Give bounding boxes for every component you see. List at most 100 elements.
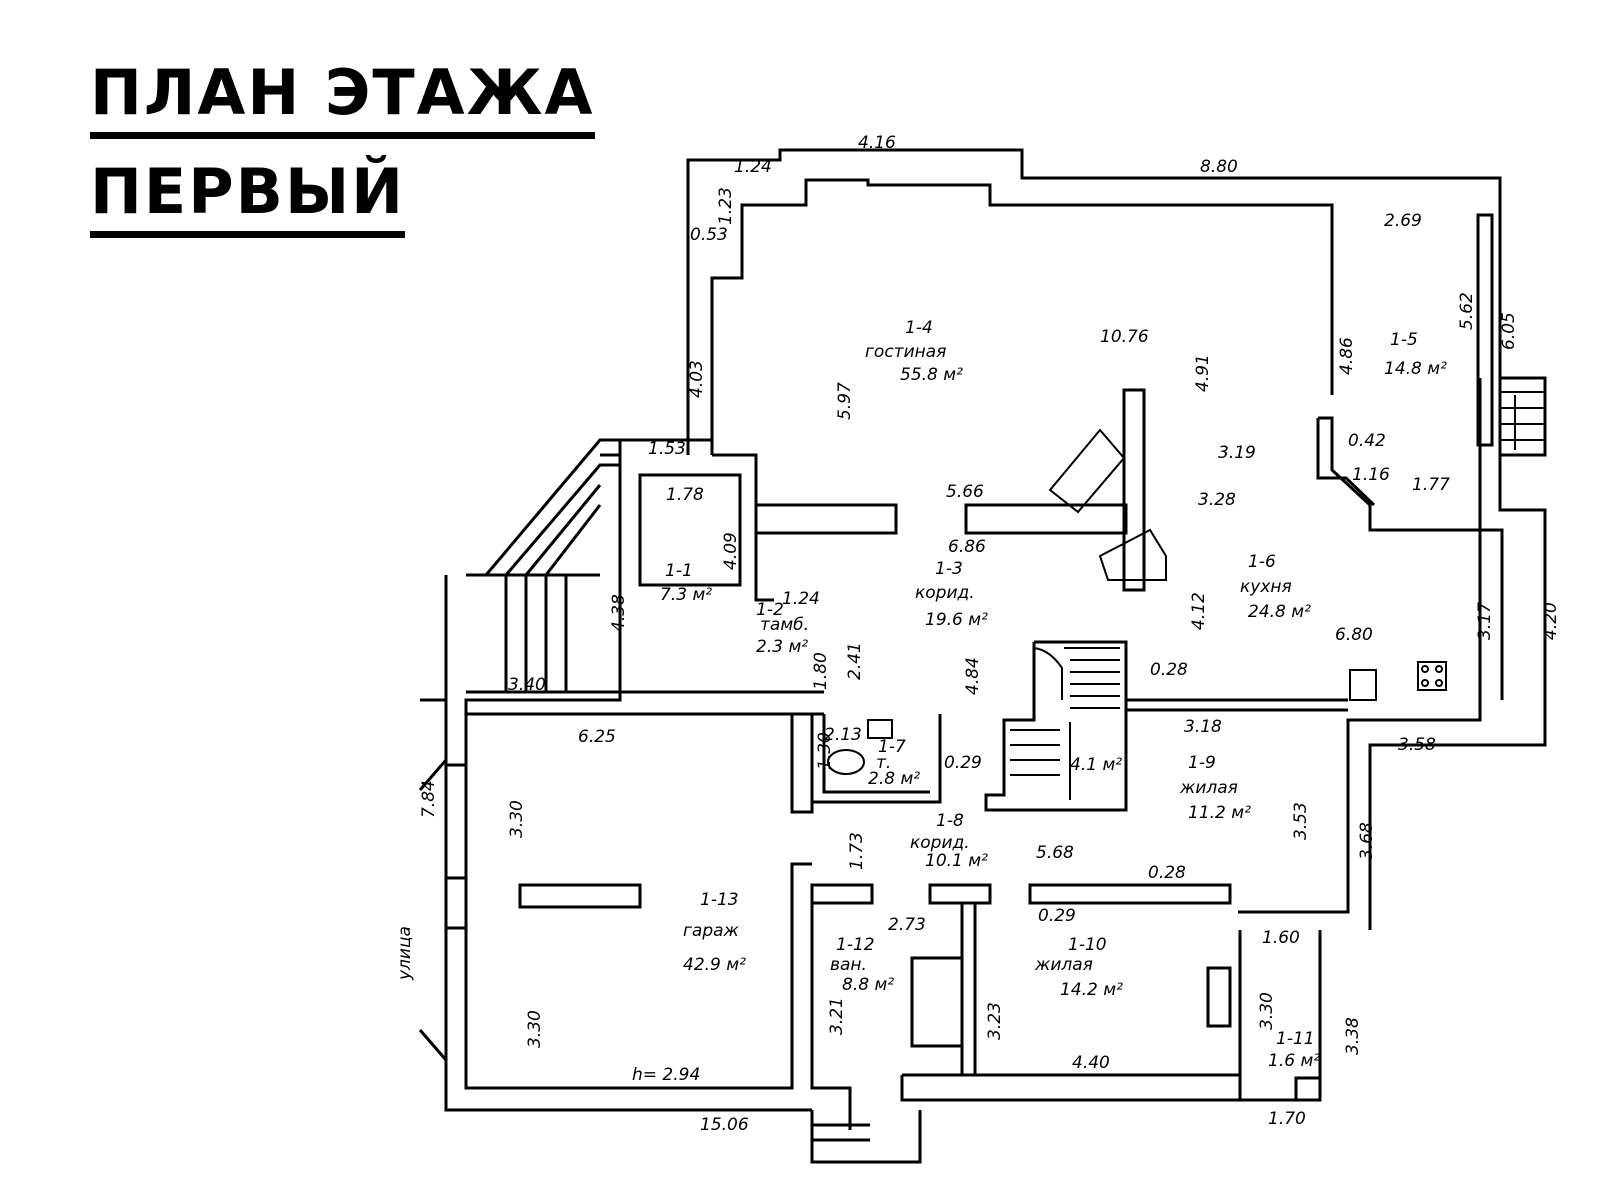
- dim-label: 5.68: [1036, 843, 1074, 863]
- dim-label: 1.73: [847, 832, 867, 870]
- room-area-1-1: 7.3 м²: [660, 585, 712, 605]
- room-area-1-11: 1.6 м²: [1268, 1051, 1320, 1071]
- stair-area: 4.1 м²: [1070, 755, 1122, 775]
- dim-label: 4.20: [1541, 602, 1561, 640]
- room-area-1-8: 10.1 м²: [925, 851, 988, 871]
- room-area-1-9: 11.2 м²: [1188, 803, 1251, 823]
- street-label: улица: [395, 926, 415, 981]
- room-id-1-2: 1-2: [756, 600, 784, 620]
- dim-label: 4.03: [687, 360, 707, 398]
- room-name-1-7: т.: [876, 753, 891, 773]
- room-area-1-13: 42.9 м²: [683, 955, 746, 975]
- dim-label: 3.30: [507, 800, 527, 838]
- dim-label: 4.40: [1072, 1053, 1110, 1073]
- room-name-1-6: кухня: [1240, 577, 1292, 597]
- dim-label: 6.25: [578, 727, 616, 747]
- dim-label: 0.28: [1150, 660, 1188, 680]
- dim-label: 6.86: [948, 537, 986, 557]
- title-line-2: ПЕРВЫЙ: [90, 161, 406, 238]
- room-name-1-2: тамб.: [760, 615, 809, 635]
- room-id-1-11: 1-11: [1276, 1029, 1315, 1049]
- fixtures: [827, 391, 1545, 800]
- dim-label: 5.62: [1457, 292, 1477, 330]
- dim-label: 4.12: [1189, 592, 1209, 630]
- room-area-1-7: 2.8 м²: [868, 769, 920, 789]
- dim-label: 0.29: [944, 753, 982, 773]
- room-id-1-6: 1-6: [1248, 552, 1276, 572]
- dim-label: 1.80: [811, 652, 831, 690]
- room-area-1-2: 2.3 м²: [756, 637, 808, 657]
- dim-label: 3.28: [1198, 490, 1236, 510]
- ceiling-height: h= 2.94: [632, 1065, 700, 1085]
- room-name-1-8: корид.: [910, 833, 970, 853]
- title-line-1: ПЛАН ЭТАЖА: [90, 62, 595, 139]
- dim-label: 3.18: [1184, 717, 1222, 737]
- dim-label: 2.41: [845, 642, 865, 680]
- dim-label: 2.69: [1384, 211, 1422, 231]
- room-id-1-4: 1-4: [905, 318, 933, 338]
- dim-label: 8.80: [1200, 157, 1238, 177]
- room-id-1-10: 1-10: [1068, 935, 1107, 955]
- dim-label: 7.84: [419, 780, 439, 818]
- spiral-stair-icon: [1033, 647, 1063, 700]
- toilet-icon: [827, 749, 865, 775]
- room-id-1-9: 1-9: [1188, 753, 1216, 773]
- room-id-1-3: 1-3: [935, 559, 963, 579]
- room-area-1-10: 14.2 м²: [1060, 980, 1123, 1000]
- dim-label: 3.30: [525, 1010, 545, 1048]
- dim-label: 3.58: [1398, 735, 1436, 755]
- room-area-1-3: 19.6 м²: [925, 610, 988, 630]
- dim-label: 3.40: [508, 675, 546, 695]
- dim-label: 2.13: [824, 725, 862, 745]
- room-name-1-3: корид.: [915, 583, 975, 603]
- dim-label: 5.97: [835, 382, 855, 420]
- walls: [418, 148, 1547, 1164]
- dim-label: 3.19: [1218, 443, 1256, 463]
- room-id-1-1: 1-1: [665, 561, 693, 581]
- dim-label: 1.53: [648, 439, 686, 459]
- room-name-1-4: гостиная: [865, 342, 946, 362]
- dim-label: 3.30: [1257, 992, 1277, 1030]
- dim-label: 1.60: [1262, 928, 1300, 948]
- room-area-1-4: 55.8 м²: [900, 365, 963, 385]
- room-name-1-10: жилая: [1034, 955, 1093, 975]
- dim-label: 6.80: [1335, 625, 1373, 645]
- dim-label: 3.53: [1291, 802, 1311, 840]
- dim-label: 0.53: [690, 225, 728, 245]
- room-id-1-7: 1-7: [878, 737, 906, 757]
- dim-label: 1.70: [1268, 1109, 1306, 1129]
- stove-icon: [1098, 528, 1167, 581]
- room-name-1-12: ван.: [830, 955, 867, 975]
- room-name-1-9: жилая: [1179, 778, 1238, 798]
- dim-label: 3.17: [1475, 602, 1495, 640]
- room-area-1-5: 14.8 м²: [1384, 359, 1447, 379]
- dim-label: 4.16: [858, 133, 896, 153]
- room-id-1-13: 1-13: [700, 890, 739, 910]
- cooktop-icon: [1417, 661, 1447, 691]
- fireplace-icon: [1048, 428, 1126, 514]
- room-id-1-5: 1-5: [1390, 330, 1418, 350]
- dim-label: 4.84: [963, 657, 983, 695]
- dim-label: 3.38: [1343, 1017, 1363, 1055]
- room-name-1-13: гараж: [683, 921, 740, 941]
- dim-label: 0.29: [1038, 906, 1076, 926]
- dim-label: 15.06: [700, 1115, 749, 1135]
- dim-label: 4.91: [1193, 354, 1213, 392]
- room-area-1-12: 8.8 м²: [842, 975, 894, 995]
- dim-label: 1.23: [716, 187, 736, 225]
- room-id-1-8: 1-8: [936, 811, 964, 831]
- dim-label: 4.86: [1337, 337, 1357, 375]
- dim-label: 6.05: [1499, 312, 1519, 350]
- dim-label: 3.68: [1357, 822, 1377, 860]
- dim-label: 1.78: [666, 485, 704, 505]
- labels: 1-4 гостиная 55.8 м² 1-5 14.8 м² 1-1 7.3…: [395, 133, 1561, 1135]
- dim-label: 1.24: [734, 157, 772, 177]
- dim-label: 1.30: [815, 732, 835, 770]
- dim-label: 10.76: [1100, 327, 1149, 347]
- dim-label: 0.28: [1148, 863, 1186, 883]
- dim-label: 5.66: [946, 482, 984, 502]
- dim-label: 1.24: [782, 589, 820, 609]
- dim-label: 4.38: [609, 594, 629, 632]
- dim-label: 2.73: [888, 915, 926, 935]
